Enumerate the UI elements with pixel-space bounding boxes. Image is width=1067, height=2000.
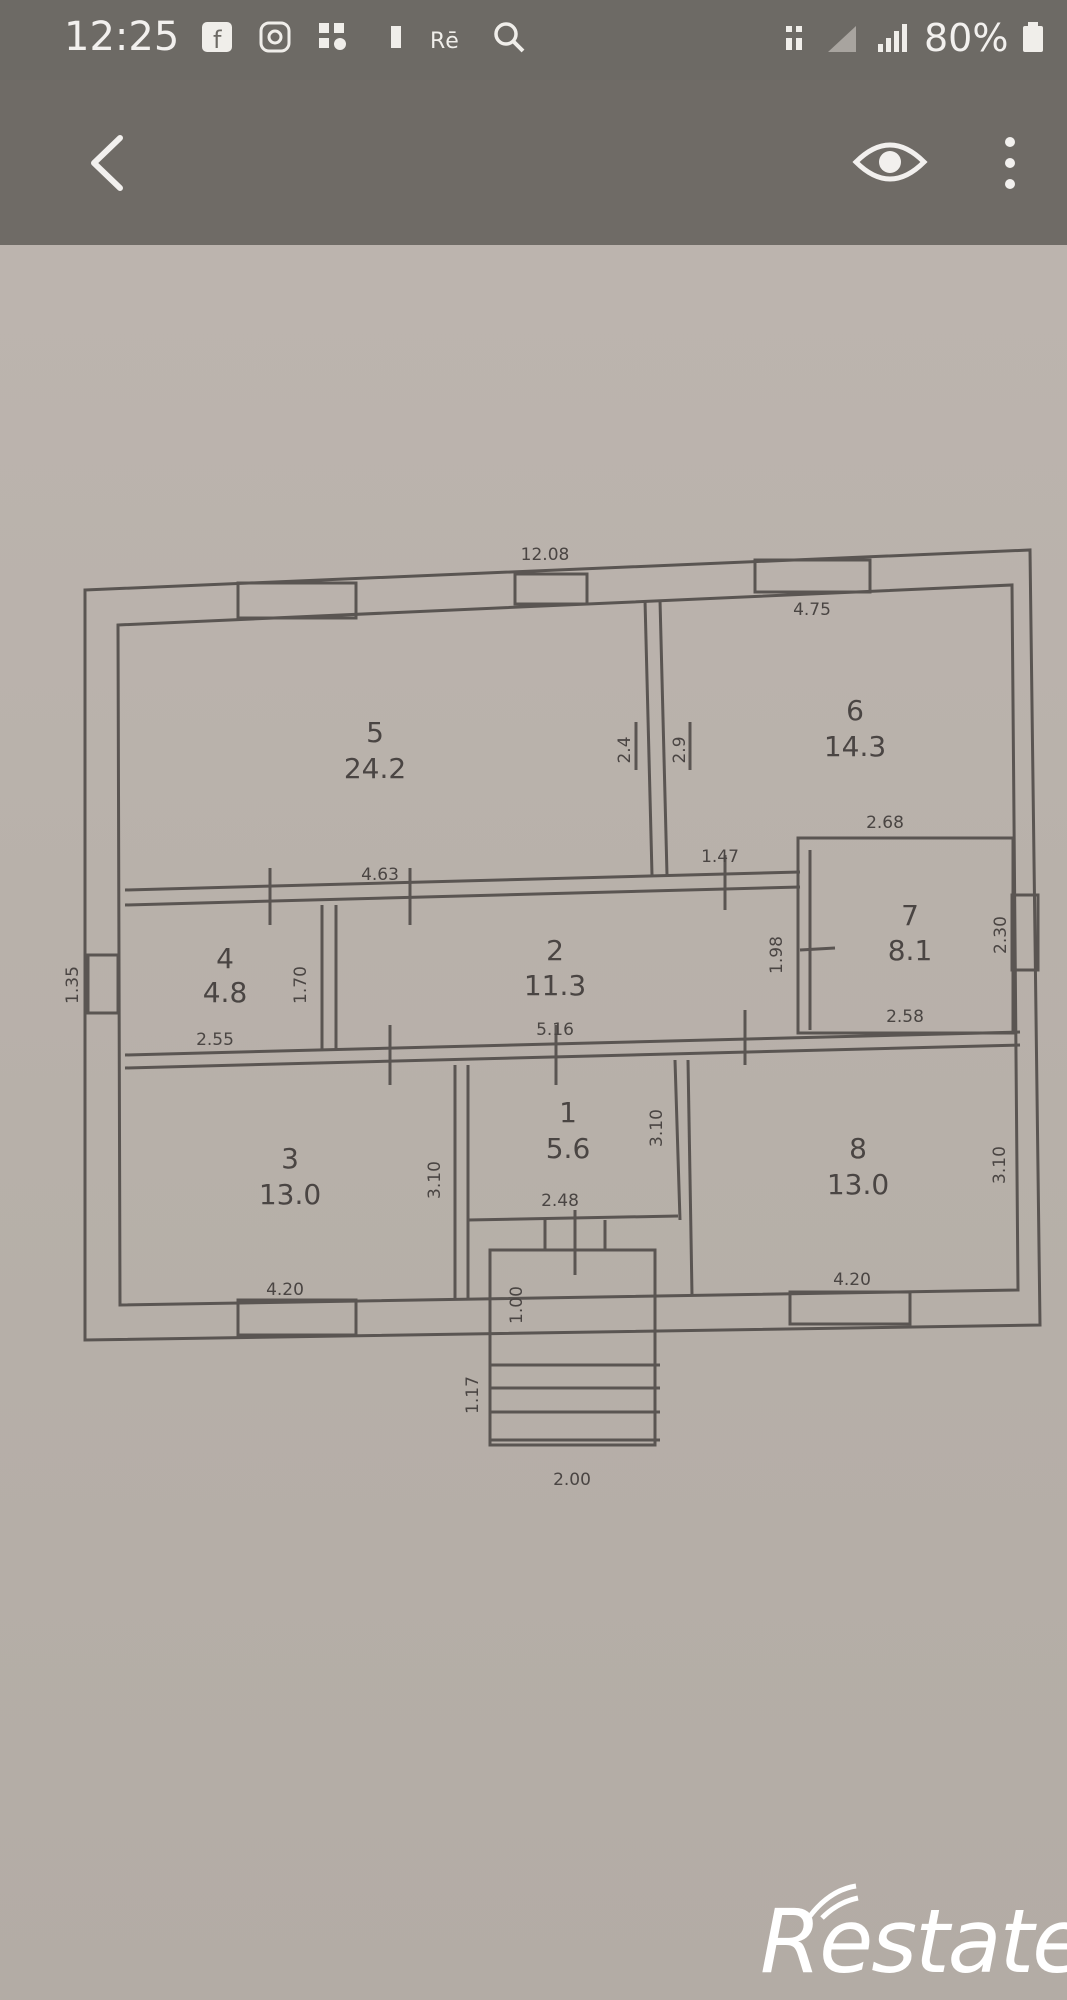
watermark-text: Restate [760, 1890, 1067, 1993]
sim-icon [380, 20, 414, 54]
wall-corridor-top [124, 870, 801, 892]
room-label-7-number: 7 [901, 899, 919, 932]
signal-icon-2 [874, 20, 914, 54]
window-bottom-2 [788, 1290, 912, 1326]
room-label-8-number: 8 [849, 1132, 867, 1165]
dim-label: 2.4 [615, 736, 635, 763]
outer-wall-inner [116, 583, 1020, 1307]
volte-icon: Rē [430, 20, 474, 54]
dim-label: 2.48 [541, 1191, 579, 1211]
dim-label: 2.9 [670, 736, 690, 763]
window-left [86, 953, 120, 1015]
room-label-3-number: 3 [281, 1142, 299, 1175]
floor-plan: 5 24.2 6 14.3 4 4.8 2 11.3 7 8.1 3 13.0 … [63, 545, 1042, 1490]
dim-label: 1.70 [291, 966, 311, 1004]
dim-label: 5.16 [536, 1020, 574, 1040]
porch [488, 1248, 657, 1447]
outer-wall-outer [83, 548, 1042, 1342]
window-top-2 [513, 572, 589, 606]
room-label-4-area: 4.8 [203, 976, 248, 1009]
status-time: 12:25 [64, 14, 180, 60]
room-label-7-area: 8.1 [888, 934, 933, 967]
dim-label: 1.47 [701, 847, 739, 867]
dim-label: 2.00 [553, 1470, 591, 1490]
room-label-3-area: 13.0 [259, 1178, 321, 1211]
room-label-1-area: 5.6 [546, 1132, 591, 1165]
wifi-icon [782, 20, 816, 54]
dim-label: 2.30 [991, 916, 1011, 954]
dim-label: 1.98 [767, 936, 787, 974]
battery-percent: 80% [924, 16, 1009, 60]
room-label-6-area: 14.3 [824, 730, 886, 763]
dim-label: 4.20 [266, 1280, 304, 1300]
dim-label: 3.10 [425, 1161, 445, 1199]
dim-label: 2.58 [886, 1007, 924, 1027]
dim-label: 1.35 [63, 966, 83, 1004]
window-top-3 [753, 558, 872, 594]
window-top-1 [236, 581, 358, 620]
floor-plan-photo: 5 24.2 6 14.3 4 4.8 2 11.3 7 8.1 3 13.0 … [0, 245, 1067, 2000]
svg-text:Rē: Rē [430, 29, 459, 54]
window-right [1010, 893, 1040, 972]
app-icon [316, 20, 350, 54]
more-vert-icon[interactable] [995, 128, 1025, 198]
facebook-icon: f [200, 20, 234, 54]
signal-icon [826, 20, 866, 54]
dim-label: 1.17 [463, 1376, 483, 1414]
dim-label: 2.68 [866, 813, 904, 833]
window-bottom-1 [236, 1298, 358, 1337]
room-label-5-number: 5 [366, 716, 384, 749]
wall-5-6 [643, 599, 654, 876]
room-label-2-area: 11.3 [524, 969, 586, 1002]
search-icon [492, 20, 526, 54]
dim-label: 3.10 [990, 1146, 1010, 1184]
status-bar: 12:25 f Rē 80% [0, 0, 1067, 80]
instagram-icon [258, 20, 292, 54]
room-label-2-number: 2 [546, 934, 564, 967]
room-label-4-number: 4 [216, 942, 234, 975]
wall-1-8 [673, 1059, 682, 1221]
room-label-6-number: 6 [846, 694, 864, 727]
svg-text:f: f [213, 26, 222, 54]
room-label-1-number: 1 [559, 1096, 577, 1129]
dim-label: 4.75 [793, 600, 831, 620]
dim-label: 2.55 [196, 1030, 234, 1050]
dim-label: 1.00 [507, 1286, 527, 1324]
dim-label: 4.63 [361, 865, 399, 885]
battery-icon [1020, 20, 1046, 54]
dim-top-overall: 12.08 [521, 545, 570, 565]
app-bar [0, 80, 1067, 245]
signal-arcs-icon [808, 1883, 859, 1920]
back-arrow-icon[interactable] [78, 128, 138, 198]
dim-label: 4.20 [833, 1270, 871, 1290]
wall-corridor-bottom [124, 1030, 1021, 1057]
restate-watermark-logo: Restate [760, 1883, 1067, 1993]
room-label-8-area: 13.0 [827, 1168, 889, 1201]
dim-label: 3.10 [647, 1109, 667, 1147]
eye-icon[interactable] [850, 132, 930, 192]
room-label-5-area: 24.2 [344, 752, 406, 785]
